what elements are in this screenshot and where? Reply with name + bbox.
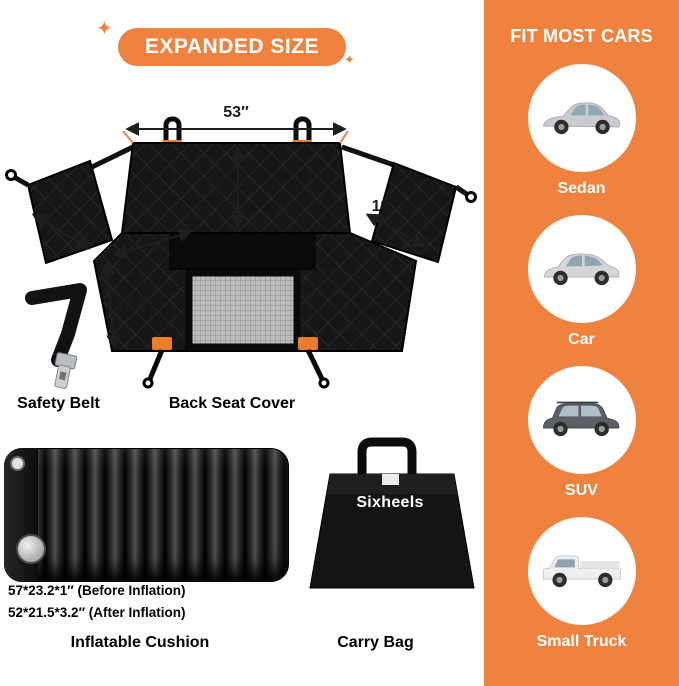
expanded-size-label: EXPANDED SIZE	[144, 35, 320, 58]
vehicle-label-small-truck: Small Truck	[536, 633, 627, 650]
strap-hook-icon	[142, 377, 154, 389]
suv-icon	[542, 401, 619, 437]
inflatable-cushion-figure	[4, 448, 289, 582]
cushion-size-before: 57*23.2*1″ (Before Inflation)	[8, 583, 186, 598]
vehicle-label-suv: SUV	[565, 482, 598, 499]
strap-hook-icon	[5, 169, 17, 181]
carry-bag-figure: Sixheels	[300, 436, 484, 594]
valve-icon	[10, 456, 25, 471]
valve-icon	[16, 534, 46, 564]
vehicle-label-sedan: Sedan	[557, 180, 606, 197]
cover-backrest	[120, 142, 352, 234]
sparkle-icon: ✦	[344, 52, 355, 67]
safety-belt-figure	[18, 282, 102, 394]
headrest-hooks	[163, 116, 312, 148]
cushion-tubes	[4, 448, 289, 582]
truck-icon	[542, 555, 621, 588]
back-seat-cover-figure: 53″ 22″ 27.5″ 18.3″ 23.6″ 17.8″	[0, 85, 485, 405]
cushion-size-after: 52*21.5*3.2″ (After Inflation)	[8, 605, 186, 620]
vehicle-label-car: Car	[568, 331, 595, 348]
fit-most-cars-panel: FIT MOST CARS Sedan	[484, 0, 679, 686]
buckle-icon	[298, 337, 318, 350]
lower-strap	[305, 348, 325, 381]
dimension-front-height: 17.8″	[114, 297, 154, 314]
dimension-seat-depth: 23.6″	[131, 233, 171, 250]
vehicle-circle	[527, 64, 636, 172]
carry-bag-illustration	[309, 437, 475, 589]
expanded-size-badge: EXPANDED SIZE	[118, 28, 346, 66]
carry-bag-label: Carry Bag	[337, 634, 414, 651]
safety-belt-illustration	[25, 283, 87, 389]
back-seat-cover-illustration	[5, 116, 477, 389]
strap-hook-icon	[318, 377, 330, 389]
strap-hook-icon	[465, 191, 477, 203]
brand-logo-text: Sixheels	[356, 494, 424, 511]
vehicle-item-car: Car	[527, 215, 636, 349]
lower-strap	[147, 349, 165, 380]
dimension-top-width: 53″	[223, 104, 249, 121]
vehicle-circle	[527, 215, 636, 323]
back-seat-cover-label: Back Seat Cover	[168, 395, 296, 412]
vehicle-item-sedan: Sedan	[527, 64, 636, 198]
car-icon	[543, 253, 619, 286]
mesh-window	[185, 269, 301, 351]
sparkle-icon: ✦	[96, 18, 113, 40]
dimension-backrest-height: 22″	[206, 174, 232, 191]
vehicle-item-suv: SUV	[527, 366, 636, 500]
dimension-arrows	[31, 122, 427, 349]
dimension-right-flap: 18.3″	[371, 198, 411, 215]
inflatable-cushion-label: Inflatable Cushion	[70, 634, 210, 651]
attachment-straps	[12, 144, 470, 198]
vehicle-circle	[527, 517, 636, 625]
dimension-leaders	[122, 130, 349, 144]
zipper-flap	[169, 234, 316, 270]
bag-handle	[357, 437, 417, 474]
sidebar-title: FIT MOST CARS	[510, 26, 653, 46]
safety-belt-label: Safety Belt	[17, 395, 100, 412]
sedan-icon	[542, 102, 620, 135]
buckle-icon	[152, 337, 172, 350]
vehicle-circle	[527, 366, 636, 474]
belt-buckle-icon	[54, 352, 78, 389]
vehicle-item-small-truck: Small Truck	[527, 517, 636, 651]
dimension-left-flap: 27.5″	[37, 196, 77, 213]
bag-tag	[382, 474, 399, 485]
